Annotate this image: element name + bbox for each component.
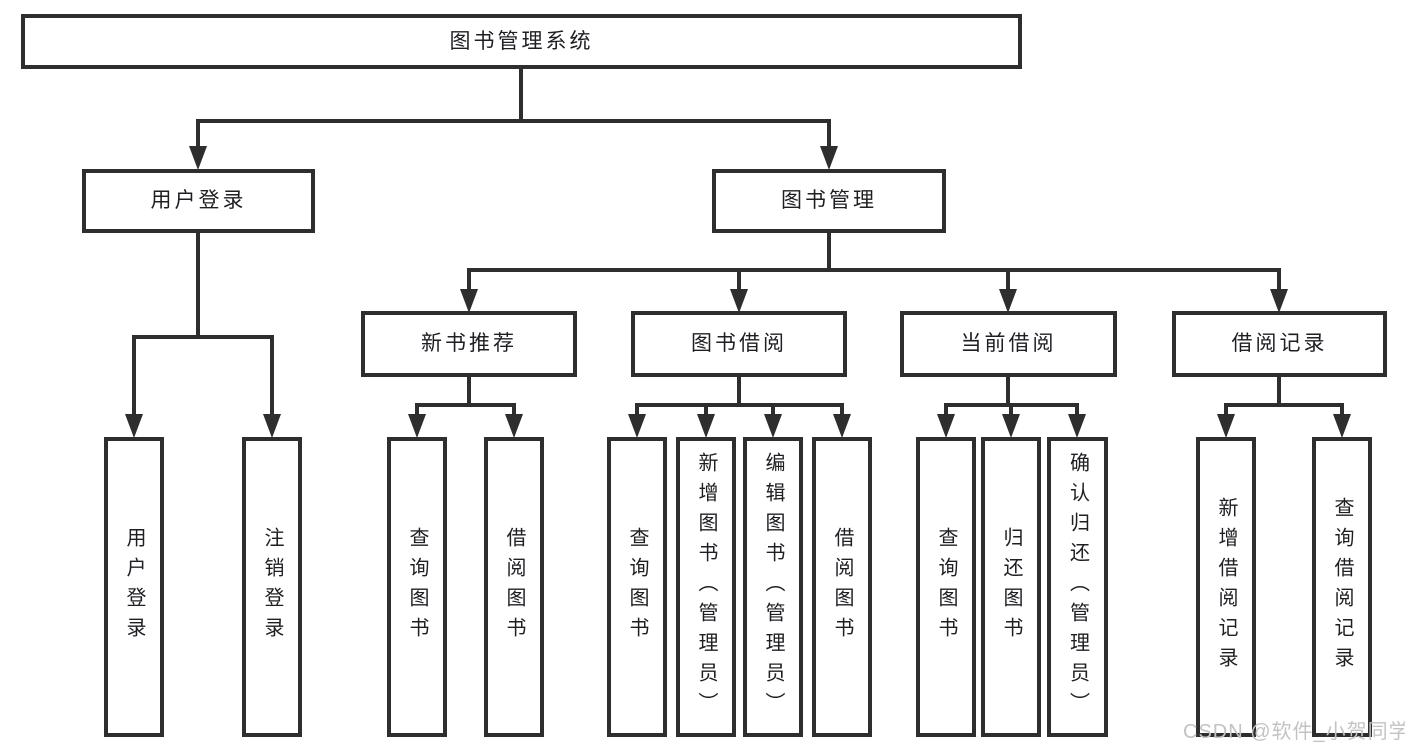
node-edit-books-admin: 编辑图书（管理员） (743, 437, 803, 737)
arrowhead-current (999, 289, 1017, 313)
connector-drop-logout-leaf (270, 335, 274, 415)
connector-drop-current (1006, 268, 1010, 292)
connector-drop-leaf (415, 403, 419, 417)
node-confirm-return-admin: 确认归还（管理员） (1047, 437, 1108, 737)
arrowhead-leaf (1068, 414, 1086, 438)
node-query-books-recommend: 查询图书 (387, 437, 447, 737)
node-book-management: 图书管理 (712, 169, 946, 233)
connector-drop-recommend (467, 268, 471, 292)
connector-records-rail (1224, 403, 1344, 407)
connector-drop-leaf (944, 403, 948, 417)
node-borrow-records: 借阅记录 (1172, 311, 1387, 377)
connector-user-login-rail (132, 335, 274, 339)
arrowhead-leaf (697, 414, 715, 438)
node-add-borrow-record: 新增借阅记录 (1196, 437, 1256, 737)
connector-drop-leaf (771, 403, 775, 417)
connector-drop-leaf (1009, 403, 1013, 417)
node-return-books: 归还图书 (981, 437, 1041, 737)
node-root-system: 图书管理系统 (21, 14, 1022, 69)
arrowhead-book-mgmt (820, 146, 838, 170)
connector-drop-leaf (512, 403, 516, 417)
arrowhead-leaf (937, 414, 955, 438)
connector-drop-leaf (635, 403, 639, 417)
connector-drop-leaf (704, 403, 708, 417)
arrowhead-leaf (833, 414, 851, 438)
arrowhead-records (1270, 289, 1288, 313)
connector-drop-borrow (737, 268, 741, 292)
arrowhead-leaf (764, 414, 782, 438)
node-query-books-current: 查询图书 (916, 437, 976, 737)
node-current-borrow: 当前借阅 (900, 311, 1117, 377)
connector-recommend-rail (415, 403, 516, 407)
node-add-books-admin: 新增图书（管理员） (676, 437, 736, 737)
arrowhead-leaf (628, 414, 646, 438)
arrowhead-leaf (408, 414, 426, 438)
connector-drop-login-leaf (132, 335, 136, 415)
node-borrow-books-leaf: 借阅图书 (812, 437, 872, 737)
connector-drop-leaf (840, 403, 844, 417)
node-query-borrow-record: 查询借阅记录 (1312, 437, 1372, 737)
connector-drop-records (1277, 268, 1281, 292)
arrowhead-borrow (730, 289, 748, 313)
node-book-borrow: 图书借阅 (631, 311, 847, 377)
arrowhead-user-login (189, 146, 207, 170)
arrowhead-login-leaf (125, 414, 143, 438)
node-new-book-recommend: 新书推荐 (361, 311, 577, 377)
arrowhead-leaf (1002, 414, 1020, 438)
arrowhead-leaf (1333, 414, 1351, 438)
connector-drop-leaf (1075, 403, 1079, 417)
connector-borrow-stem (737, 373, 741, 407)
connector-book-mgmt-stem (827, 230, 831, 272)
node-query-books-borrow: 查询图书 (607, 437, 667, 737)
node-borrow-books-recommend: 借阅图书 (484, 437, 544, 737)
connector-borrow-rail (635, 403, 844, 407)
connector-root-stem (519, 68, 523, 122)
arrowhead-leaf (505, 414, 523, 438)
connector-current-stem (1006, 373, 1010, 407)
node-logout-leaf: 注销登录 (242, 437, 302, 737)
connector-records-stem (1277, 373, 1281, 407)
node-user-login: 用户登录 (82, 169, 315, 233)
connector-user-login-stem (196, 230, 200, 337)
arrowhead-recommend (460, 289, 478, 313)
connector-recommend-stem (467, 373, 471, 407)
arrowhead-logout-leaf (263, 414, 281, 438)
connector-drop-book-mgmt (827, 119, 831, 149)
connector-book-mgmt-rail (467, 268, 1281, 272)
connector-root-rail (196, 119, 831, 123)
connector-drop-user-login (196, 119, 200, 149)
connector-drop-leaf (1340, 403, 1344, 417)
connector-drop-leaf (1224, 403, 1228, 417)
node-user-login-leaf: 用户登录 (104, 437, 164, 737)
arrowhead-leaf (1217, 414, 1235, 438)
csdn-watermark: CSDN @软件_小贺同学 (1183, 721, 1405, 743)
